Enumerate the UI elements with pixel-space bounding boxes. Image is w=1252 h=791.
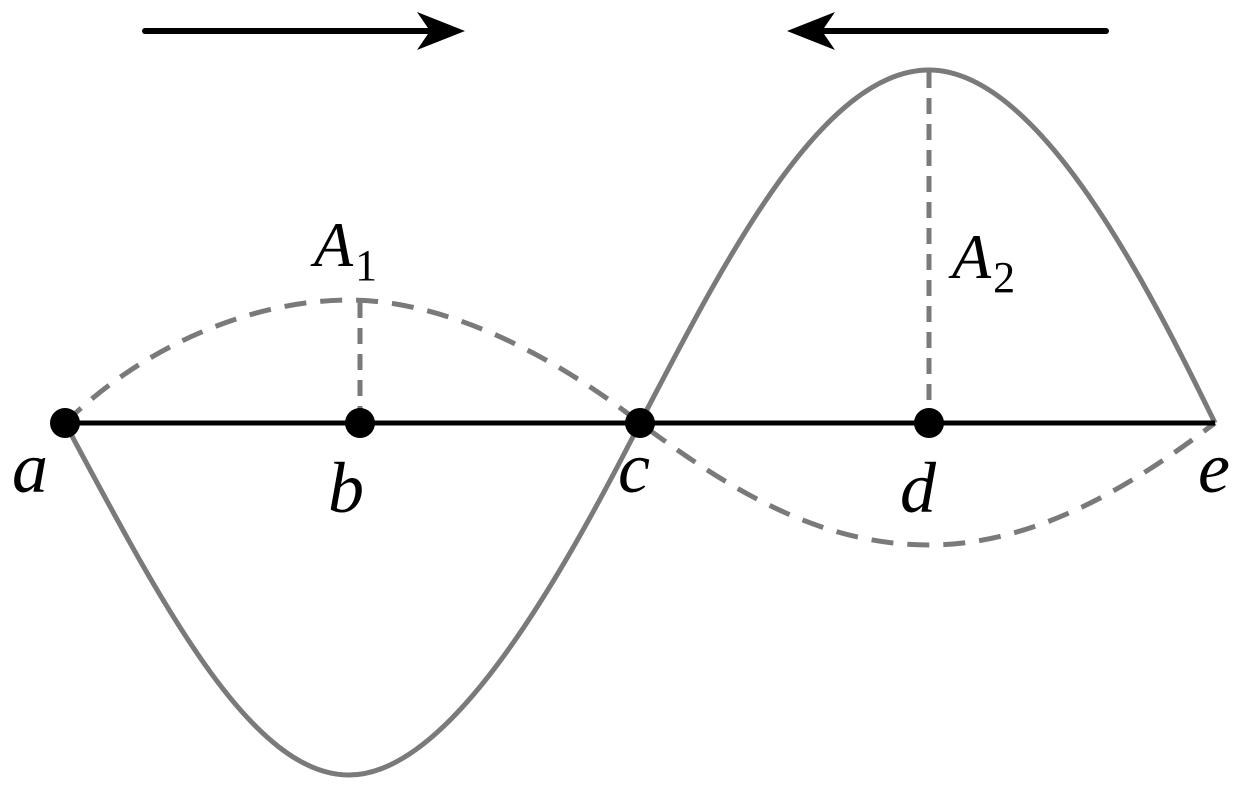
dashed-wave — [63, 297, 1217, 548]
point-a — [50, 408, 80, 438]
label-c: c — [618, 428, 650, 508]
label-b: b — [328, 448, 364, 528]
label-amplitude-1: A1 — [310, 209, 377, 290]
label-e: e — [1198, 428, 1230, 508]
point-b — [345, 408, 375, 438]
rightward-arrow — [142, 12, 465, 50]
point-d — [914, 408, 944, 438]
leftward-arrow — [787, 12, 1109, 50]
label-d: d — [900, 448, 937, 528]
label-a: a — [12, 428, 48, 508]
label-amplitude-2: A2 — [948, 221, 1015, 302]
point-c — [625, 408, 655, 438]
